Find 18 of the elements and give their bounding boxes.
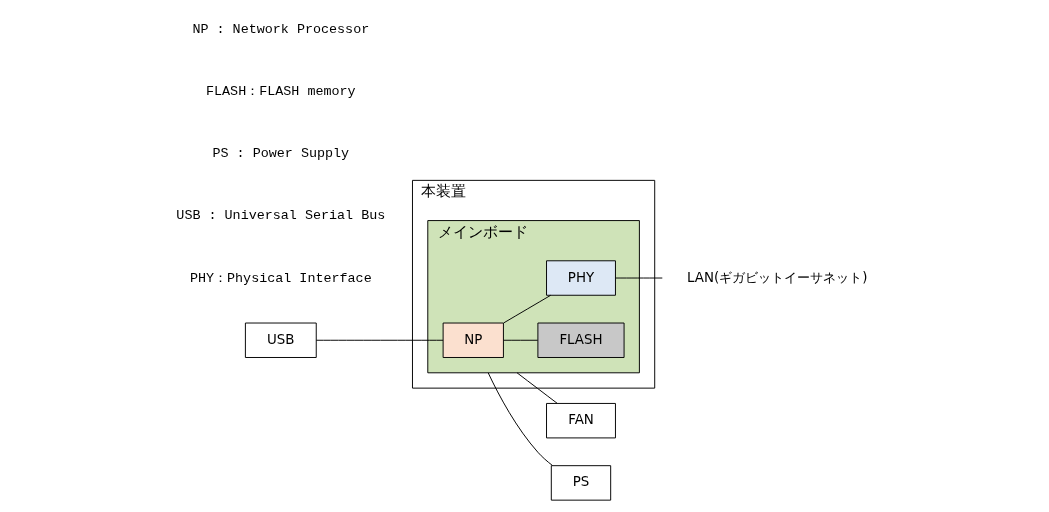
label: USB : Universal Serial Bus (176, 208, 386, 224)
node-box: PHY (546, 260, 616, 296)
node-box: FAN (546, 402, 616, 439)
label: PHY：Physical Interface (189, 270, 372, 286)
connector (315, 339, 444, 341)
node-box: FLASH (537, 322, 625, 358)
node-box: USB (244, 322, 317, 358)
connector (503, 339, 539, 341)
connector (503, 294, 552, 324)
label: FLASH：FLASH memory (206, 83, 356, 99)
node-text: LAN(ギガビットイーサネット) (687, 269, 868, 285)
connector (516, 372, 558, 404)
node-box: NP (442, 322, 504, 358)
connector (487, 372, 553, 466)
connector (615, 277, 663, 279)
label: NP : Network Processor (192, 21, 370, 37)
node-box: PS (550, 465, 612, 501)
label: PS : Power Supply (212, 146, 350, 162)
